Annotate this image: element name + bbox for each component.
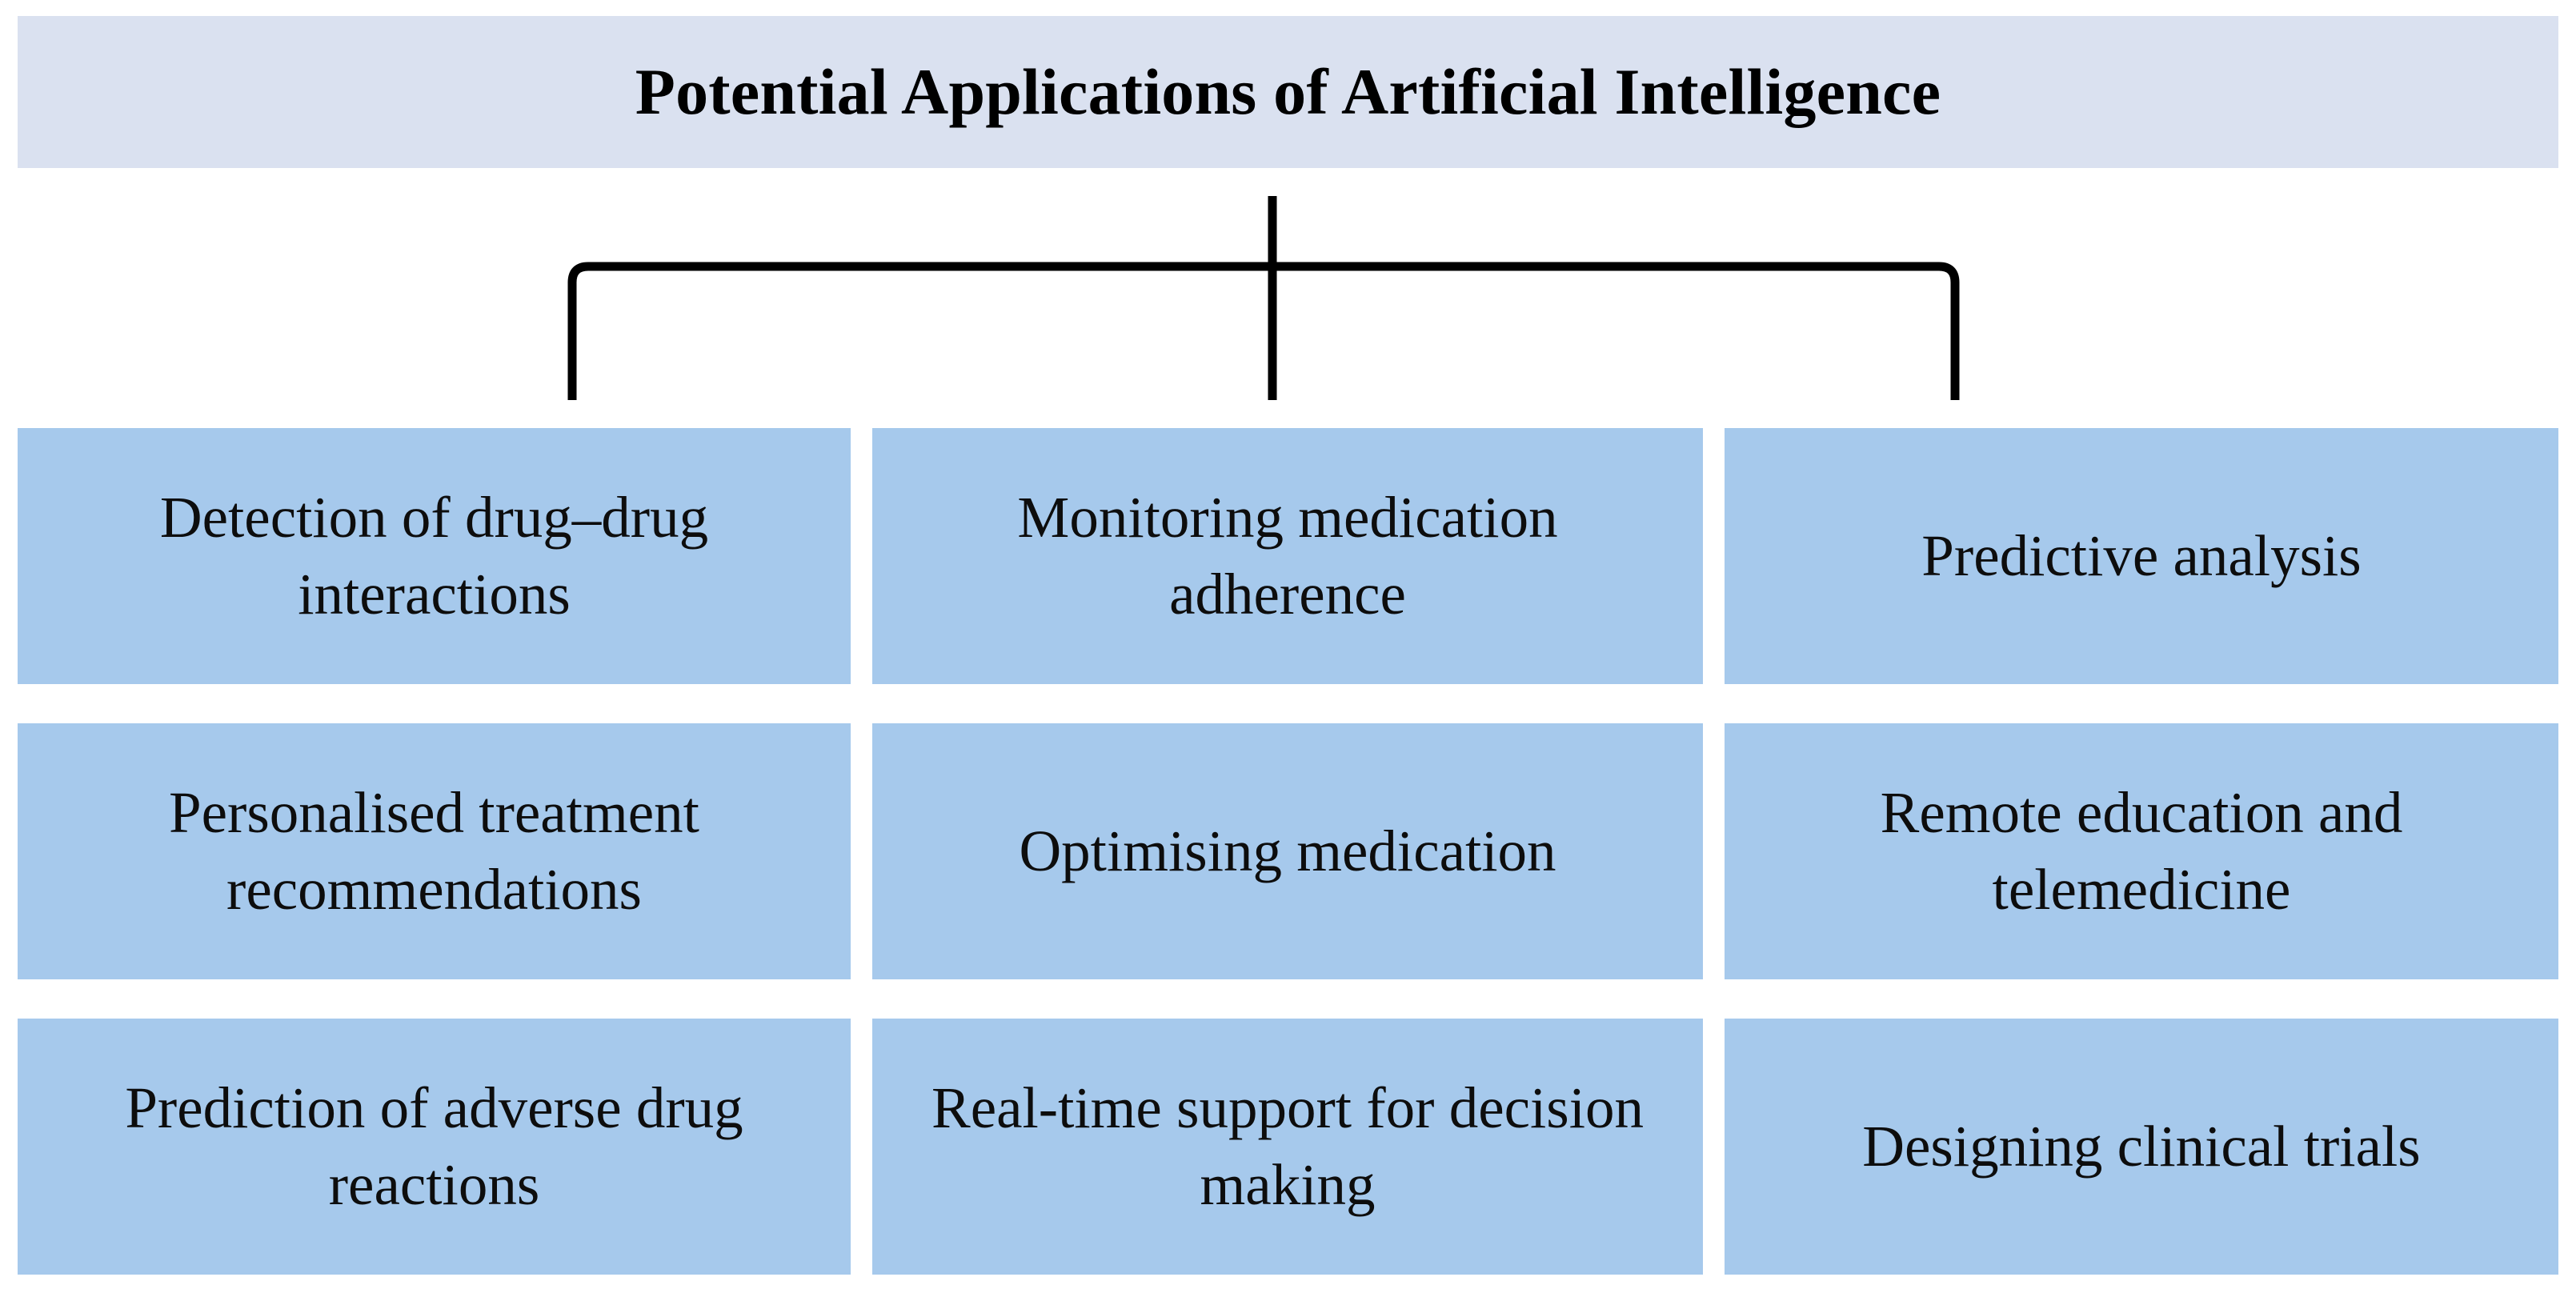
application-box-optimising-medication[interactable]: Optimising medication [872,723,1703,979]
application-box-label: Real-time support for decision making [931,1075,1644,1217]
application-box-personalised-treatment-recommendations[interactable]: Personalised treatment recommendations [18,723,851,979]
application-box-remote-education-and-telemedicine[interactable]: Remote education and telemedicine [1725,723,2558,979]
diagram-title-text: Potential Applications of Artificial Int… [635,54,1941,128]
application-box-label: Prediction of adverse drug reactions [125,1075,743,1217]
application-box-label: Optimising medication [1019,818,1556,883]
application-box-label: Monitoring medication adherence [1017,484,1558,626]
application-box-detection-of-drug-drug-interactions[interactable]: Detection of drug–drug interactions [18,428,851,684]
application-box-label: Remote education and telemedicine [1880,779,2403,922]
connector-arm-left [567,262,1272,400]
application-box-label: Predictive analysis [1921,522,2362,588]
application-box-monitoring-medication-adherence[interactable]: Monitoring medication adherence [872,428,1703,684]
application-box-label: Designing clinical trials [1862,1113,2421,1179]
application-box-grid: Detection of drug–drug interactions Moni… [18,428,2558,1275]
connector-arm-right [1272,262,1960,400]
application-box-real-time-support-for-decision-making[interactable]: Real-time support for decision making [872,1019,1703,1275]
application-box-designing-clinical-trials[interactable]: Designing clinical trials [1725,1019,2558,1275]
application-box-label: Personalised treatment recommendations [169,779,699,922]
diagram-title-banner: Potential Applications of Artificial Int… [18,16,2558,168]
application-box-prediction-of-adverse-drug-reactions[interactable]: Prediction of adverse drug reactions [18,1019,851,1275]
application-box-predictive-analysis[interactable]: Predictive analysis [1725,428,2558,684]
application-box-label: Detection of drug–drug interactions [159,484,709,626]
